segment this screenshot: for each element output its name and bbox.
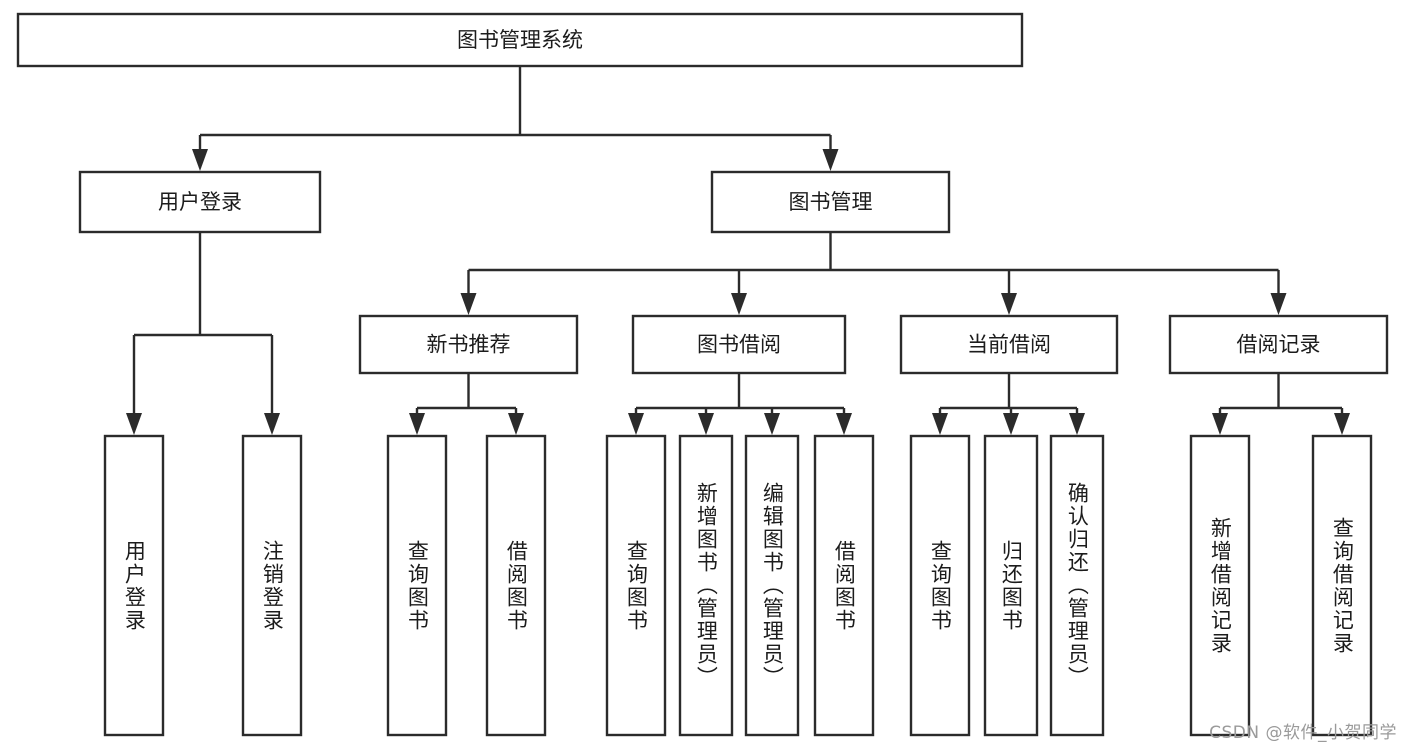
node-box[interactable] — [1189, 434, 1251, 737]
arrow-head-icon — [764, 413, 780, 435]
node-box[interactable] — [678, 434, 734, 737]
arrow-head-icon — [1069, 413, 1085, 435]
node-box[interactable] — [744, 434, 800, 737]
arrow-head-icon — [1001, 293, 1017, 315]
arrow-head-icon — [731, 293, 747, 315]
leaf-node-node-0-用户登录[interactable] — [103, 434, 165, 737]
leaf-node-node-10-确认归还管理员[interactable] — [1049, 434, 1105, 737]
node-box[interactable] — [983, 434, 1039, 737]
node-box[interactable] — [358, 314, 579, 375]
category-node-node-0-新书推荐[interactable]: 新书推荐 — [358, 314, 579, 375]
node-label: 借阅记录 — [1237, 333, 1321, 357]
arrow-head-icon — [1334, 413, 1350, 435]
leaf-node-node-9-归还图书[interactable] — [983, 434, 1039, 737]
node-label: 图书管理系统 — [457, 28, 583, 52]
arrow-head-icon — [1212, 413, 1228, 435]
node-label: 当前借阅 — [967, 333, 1051, 357]
leaf-node-node-6-编辑图书管理员[interactable] — [744, 434, 800, 737]
arrow-head-icon — [1270, 293, 1287, 315]
watermark-text: CSDN @软件_小贺同学 — [1209, 723, 1397, 743]
node-box[interactable] — [1049, 434, 1105, 737]
leaf-node-node-5-新增图书管理员[interactable] — [678, 434, 734, 737]
leaf-node-node-1-注销登录[interactable] — [241, 434, 303, 737]
leaf-node-node-3-借阅图书[interactable] — [485, 434, 547, 737]
leaf-node-node-11-新增借阅记录[interactable] — [1189, 434, 1251, 737]
node-box[interactable] — [899, 314, 1119, 375]
node-box[interactable] — [78, 170, 322, 234]
node-box[interactable] — [386, 434, 448, 737]
node-box[interactable] — [631, 314, 847, 375]
node-box[interactable] — [813, 434, 875, 737]
node-box[interactable] — [1168, 314, 1389, 375]
leaf-node-node-2-查询图书[interactable] — [386, 434, 448, 737]
leaf-node-node-8-查询图书[interactable] — [909, 434, 971, 737]
arrow-head-icon — [409, 413, 425, 435]
node-box[interactable] — [16, 12, 1024, 68]
arrow-head-icon — [628, 413, 644, 435]
node-box[interactable] — [103, 434, 165, 737]
leaf-node-node-7-借阅图书[interactable] — [813, 434, 875, 737]
node-box[interactable] — [605, 434, 667, 737]
leaf-node-node-4-查询图书[interactable] — [605, 434, 667, 737]
root-node-node-0-图书管理系统[interactable]: 图书管理系统 — [16, 12, 1024, 68]
node-label: 用户登录 — [158, 190, 242, 214]
category-node-node-3-借阅记录[interactable]: 借阅记录 — [1168, 314, 1389, 375]
arrow-head-icon — [460, 293, 477, 315]
node-box[interactable] — [909, 434, 971, 737]
arrow-head-icon — [192, 149, 208, 171]
node-box[interactable] — [485, 434, 547, 737]
node-box[interactable] — [241, 434, 303, 737]
branch-node-node-1-图书管理[interactable]: 图书管理 — [710, 170, 951, 234]
arrow-head-icon — [822, 149, 839, 171]
arrow-head-icon — [836, 413, 852, 435]
arrow-head-icon — [932, 413, 948, 435]
category-node-node-1-图书借阅[interactable]: 图书借阅 — [631, 314, 847, 375]
arrow-head-icon — [126, 413, 142, 435]
branch-node-node-0-用户登录[interactable]: 用户登录 — [78, 170, 322, 234]
edges-layer — [126, 66, 1350, 435]
node-label: 图书借阅 — [697, 333, 781, 357]
arrow-head-icon — [508, 413, 524, 435]
node-label: 新书推荐 — [427, 333, 511, 357]
arrow-head-icon — [1003, 413, 1019, 435]
arrow-head-icon — [698, 413, 714, 435]
category-node-node-2-当前借阅[interactable]: 当前借阅 — [899, 314, 1119, 375]
arrow-head-icon — [264, 413, 280, 435]
node-box[interactable] — [1311, 434, 1373, 737]
node-box[interactable] — [710, 170, 951, 234]
leaf-node-node-12-查询借阅记录[interactable] — [1311, 434, 1373, 737]
node-label: 图书管理 — [789, 190, 873, 214]
